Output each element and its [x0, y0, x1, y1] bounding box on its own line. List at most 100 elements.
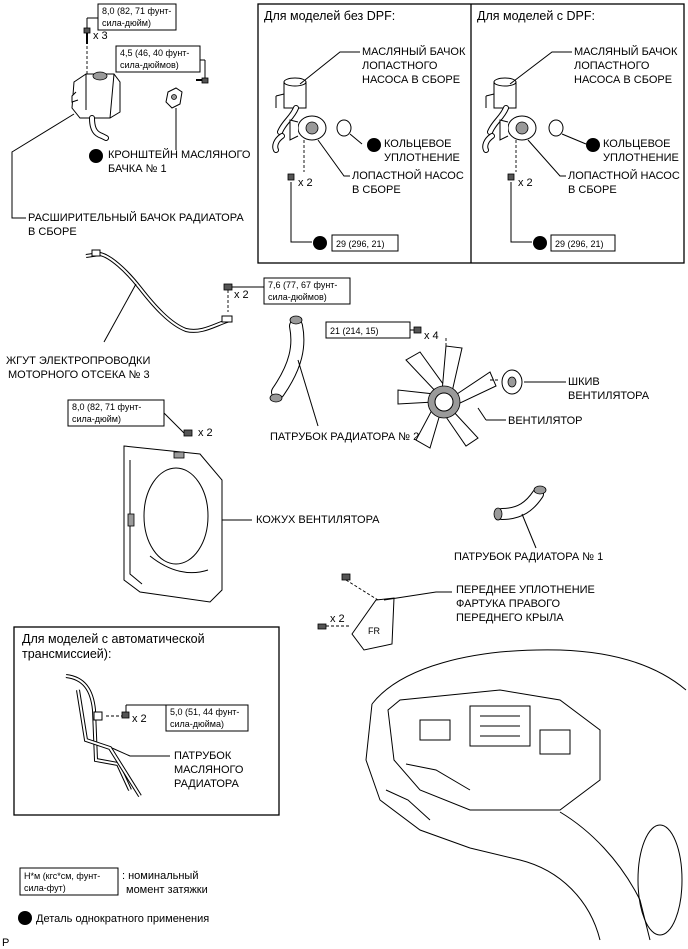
auto-panel-frame — [13, 626, 280, 816]
oil-hose-label-l1: ПАТРУБОК — [174, 750, 232, 762]
oil-tank-bracket-icon — [165, 87, 183, 109]
radiator-reservoir-icon — [71, 71, 121, 141]
seal-clip-icon — [341, 573, 351, 581]
wire-label-l1: ЖГУТ ЭЛЕКТРОПРОВОДКИ — [6, 355, 150, 367]
pulley-label-l2: ВЕНТИЛЯТОРА — [568, 390, 650, 402]
torque-5-l2: сила-дюйм) — [72, 414, 121, 424]
torque-3-l2: сила-дюймов) — [268, 292, 327, 302]
auto-title-l2: трансмиссией): — [22, 647, 111, 661]
no-dpf-res-l3: НАСОСА В СБОРЕ — [362, 74, 460, 86]
pump-reservoir-icon — [275, 77, 307, 135]
hose1-label: ПАТРУБОК РАДИАТОРА № 1 — [454, 551, 603, 563]
oil-hose-label-l2: МАСЛЯНОГО — [174, 764, 244, 776]
dpf-oring-l2: УПЛОТНЕНИЕ — [603, 152, 679, 164]
radiator-hose-1-icon — [493, 485, 547, 521]
legend-desc-l2: момент затяжки — [126, 884, 208, 896]
radiator-hose-2-icon — [269, 315, 305, 403]
torque-2-l1: 4,5 (46, 40 фунт- — [120, 48, 189, 58]
seal-bolt-icon — [317, 623, 327, 630]
bracket-label-l1: КРОНШТЕЙН МАСЛЯНОГО — [108, 148, 251, 161]
no-dpf-pump-l2: В СБОРЕ — [352, 184, 401, 196]
bracket-bolt-icon — [196, 77, 209, 84]
legend-desc-l1: : номинальный — [122, 870, 198, 882]
reservoir-label-l1: РАСШИРИТЕЛЬНЫЙ БАЧОК РАДИАТОРА — [28, 211, 244, 224]
torque-5-l1: 8,0 (82, 71 фунт- — [72, 402, 141, 412]
pulley-label-l1: ШКИВ — [568, 376, 600, 388]
dpf-oring-l1: КОЛЬЦЕВОЕ — [603, 138, 671, 150]
legend-box-l1: Н*м (кгс*см, фунт- — [24, 871, 100, 881]
vehicle-icon — [365, 649, 687, 941]
dpf-pump-l2: В СБОРЕ — [568, 184, 617, 196]
legend-box-l2: сила-фут) — [24, 883, 66, 893]
multiplier-x3: x 3 — [93, 30, 108, 42]
single-use-icon — [89, 149, 103, 163]
pump-bolt-icon — [507, 173, 515, 181]
multiplier-x4: x 4 — [424, 330, 439, 342]
wire-label-l2: МОТОРНОГО ОТСЕКА № 3 — [8, 369, 150, 381]
seal-label-l3: ПЕРЕДНЕГО КРЫЛА — [456, 612, 564, 624]
torque-box-8 — [550, 234, 616, 252]
hose2-label: ПАТРУБОК РАДИАТОРА № 2 — [270, 431, 419, 443]
multiplier-x2: x 2 — [198, 427, 213, 439]
dpf-res-l3: НАСОСА В СБОРЕ — [574, 74, 672, 86]
multiplier-x2: x 2 — [234, 289, 249, 301]
seal-label-l1: ПЕРЕДНЕЕ УПЛОТНЕНИЕ — [456, 584, 595, 596]
vane-pump-icon — [482, 115, 537, 153]
no-dpf-title: Для моделей без DPF: — [264, 9, 395, 23]
multiplier-x2: x 2 — [132, 713, 147, 725]
pump-bolt-icon — [287, 173, 295, 181]
single-use-icon — [313, 236, 327, 250]
shroud-bolt-icon — [183, 429, 193, 437]
single-use-icon — [18, 911, 32, 925]
harness-nut-icon — [223, 283, 233, 291]
bracket-label-l2: БАЧКА № 1 — [108, 163, 167, 175]
fender-seal-icon: FR — [351, 597, 395, 651]
oil-hose-label-l3: РАДИАТОРА — [174, 778, 240, 790]
torque-box-1 — [97, 3, 177, 31]
legend-torque-box — [19, 867, 119, 896]
shroud-label: КОЖУХ ВЕНТИЛЯТОРА — [256, 514, 380, 526]
dpf-res-l2: ЛОПАСТНОГО — [574, 60, 650, 72]
fan-shroud-icon — [123, 445, 223, 603]
reservoir-label-l2: В СБОРЕ — [28, 226, 77, 238]
corner-mark: P — [2, 937, 9, 949]
o-ring-icon — [548, 119, 564, 137]
torque-8: 29 (296, 21) — [555, 239, 604, 249]
torque-2-l2: сила-дюймов) — [120, 60, 179, 70]
no-dpf-oring-l2: УПЛОТНЕНИЕ — [384, 152, 460, 164]
multiplier-x2: x 2 — [298, 177, 313, 189]
torque-box-2 — [115, 45, 201, 73]
torque-7: 29 (296, 21) — [336, 239, 385, 249]
torque-box-7 — [331, 234, 399, 252]
single-use-icon — [533, 236, 547, 250]
torque-box-3 — [263, 277, 351, 305]
dpf-title: Для моделей с DPF: — [477, 9, 595, 23]
no-dpf-res-l2: ЛОПАСТНОГО — [362, 60, 438, 72]
torque-1-l2: сила-дюйм) — [102, 18, 151, 28]
single-use-icon — [367, 138, 381, 152]
single-use-icon — [586, 138, 600, 152]
torque-4: 21 (214, 15) — [330, 326, 379, 336]
multiplier-x2: x 2 — [330, 613, 345, 625]
fender-mark: FR — [368, 626, 380, 636]
torque-3-l1: 7,6 (77, 67 фунт- — [268, 280, 337, 290]
torque-6-l2: сила-дюйма) — [170, 719, 224, 729]
torque-box-6 — [165, 704, 249, 732]
oil-cooler-hose-icon — [65, 674, 142, 798]
pump-reservoir-icon — [485, 77, 517, 135]
wire-harness-icon — [85, 249, 233, 333]
no-dpf-oring-l1: КОЛЬЦЕВОЕ — [384, 138, 452, 150]
cooler-bolt-icon — [121, 711, 130, 719]
reservoir-bolt-icon — [83, 27, 91, 78]
vane-pump-icon — [272, 115, 327, 153]
fan-nut-icon — [413, 326, 422, 334]
auto-title-l1: Для моделей с автоматической — [22, 632, 205, 646]
torque-1-l1: 8,0 (82, 71 фунт- — [102, 6, 171, 16]
dpf-pump-l1: ЛОПАСТНОЙ НАСОС — [568, 169, 680, 182]
torque-6-l1: 5,0 (51, 44 фунт- — [170, 707, 239, 717]
no-dpf-res-l1: МАСЛЯНЫЙ БАЧОК — [362, 45, 466, 58]
fan-icon — [397, 345, 497, 449]
fan-pulley-icon — [501, 369, 523, 395]
fan-label: ВЕНТИЛЯТОР — [508, 415, 583, 427]
multiplier-x2: x 2 — [518, 177, 533, 189]
